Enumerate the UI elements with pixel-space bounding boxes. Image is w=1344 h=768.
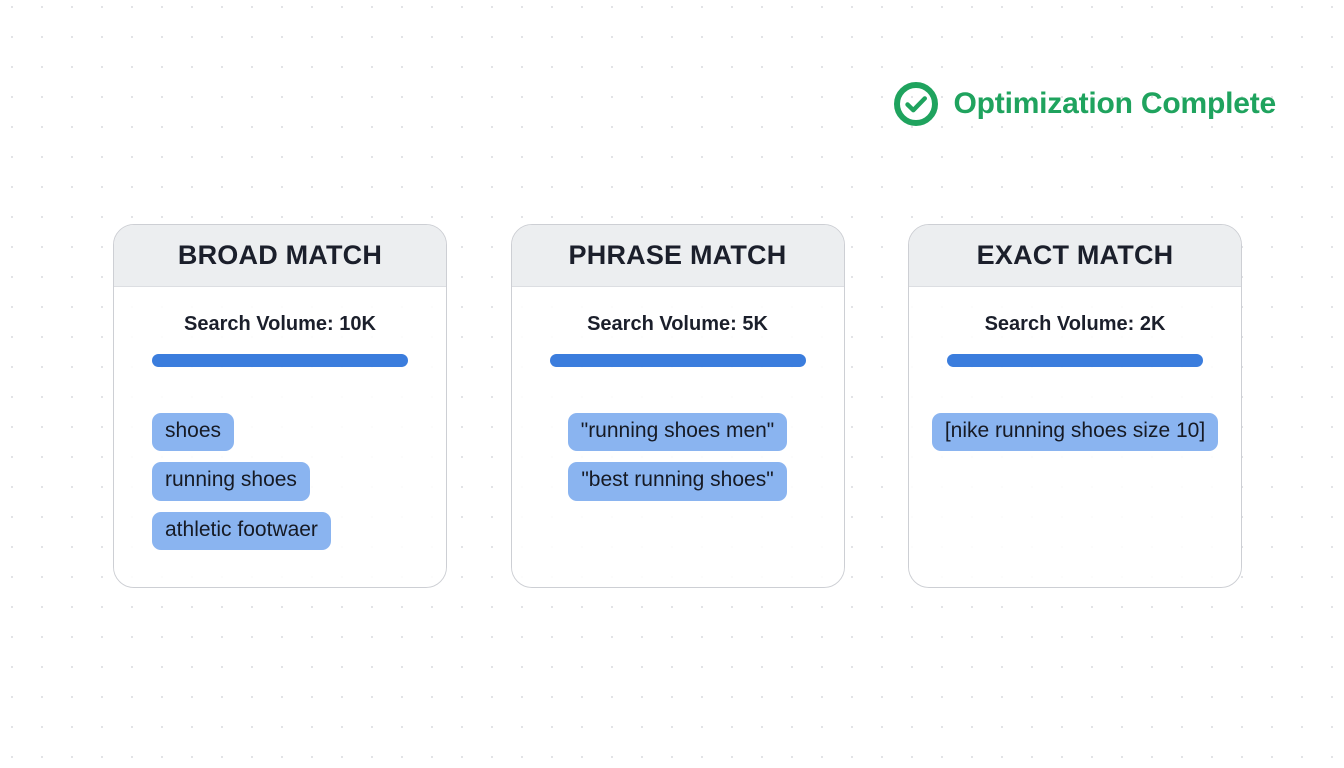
card-header: BROAD MATCH [114, 225, 446, 287]
search-volume-bar-fill [549, 354, 806, 367]
card-body: Search Volume: 10K shoes running shoes ath… [114, 287, 446, 587]
search-volume-label: Search Volume: 2K [984, 313, 1166, 335]
search-volume-bar-fill [152, 354, 408, 367]
match-card-phrase[interactable]: PHRASE MATCH Search Volume: 5K "running … [510, 224, 845, 588]
keyword-list: "running shoes men" "best running shoes" [550, 413, 806, 501]
card-title: PHRASE MATCH [568, 240, 787, 270]
card-title: BROAD MATCH [177, 240, 383, 270]
search-volume-bar [152, 354, 408, 367]
search-volume-label: Search Volume: 5K [587, 313, 768, 335]
card-body: Search Volume: 5K "running shoes men" "be… [511, 287, 844, 587]
keyword-list: shoes running shoes athletic footwaer [152, 413, 408, 550]
match-type-cards: BROAD MATCH Search Volume: 10K shoes runn… [113, 224, 1242, 588]
card-body: Search Volume: 2K [nike running shoes si… [909, 287, 1241, 587]
keyword-pill[interactable]: athletic footwaer [152, 511, 331, 550]
search-volume-bar [947, 354, 1203, 367]
search-volume-bar [549, 354, 806, 367]
status-banner: Optimization Complete [893, 82, 1277, 126]
status-label: Optimization Complete [953, 87, 1277, 120]
check-circle-icon [893, 82, 938, 126]
card-header: PHRASE MATCH [511, 225, 844, 287]
card-header: EXACT MATCH [909, 225, 1241, 287]
keyword-pill[interactable]: "running shoes men" [567, 413, 788, 452]
search-volume-bar-fill [947, 354, 1203, 367]
search-volume-label: Search Volume: 10K [184, 313, 376, 335]
match-card-exact[interactable]: EXACT MATCH Search Volume: 2K [nike runn… [908, 224, 1242, 588]
keyword-pill[interactable]: [nike running shoes size 10] [931, 413, 1219, 452]
keyword-pill[interactable]: running shoes [152, 462, 310, 501]
card-title: EXACT MATCH [976, 240, 1174, 270]
keyword-pill[interactable]: "best running shoes" [568, 462, 787, 501]
keyword-pill[interactable]: shoes [152, 413, 235, 452]
match-card-broad[interactable]: BROAD MATCH Search Volume: 10K shoes runn… [113, 224, 447, 588]
keyword-list: [nike running shoes size 10] [931, 413, 1219, 452]
